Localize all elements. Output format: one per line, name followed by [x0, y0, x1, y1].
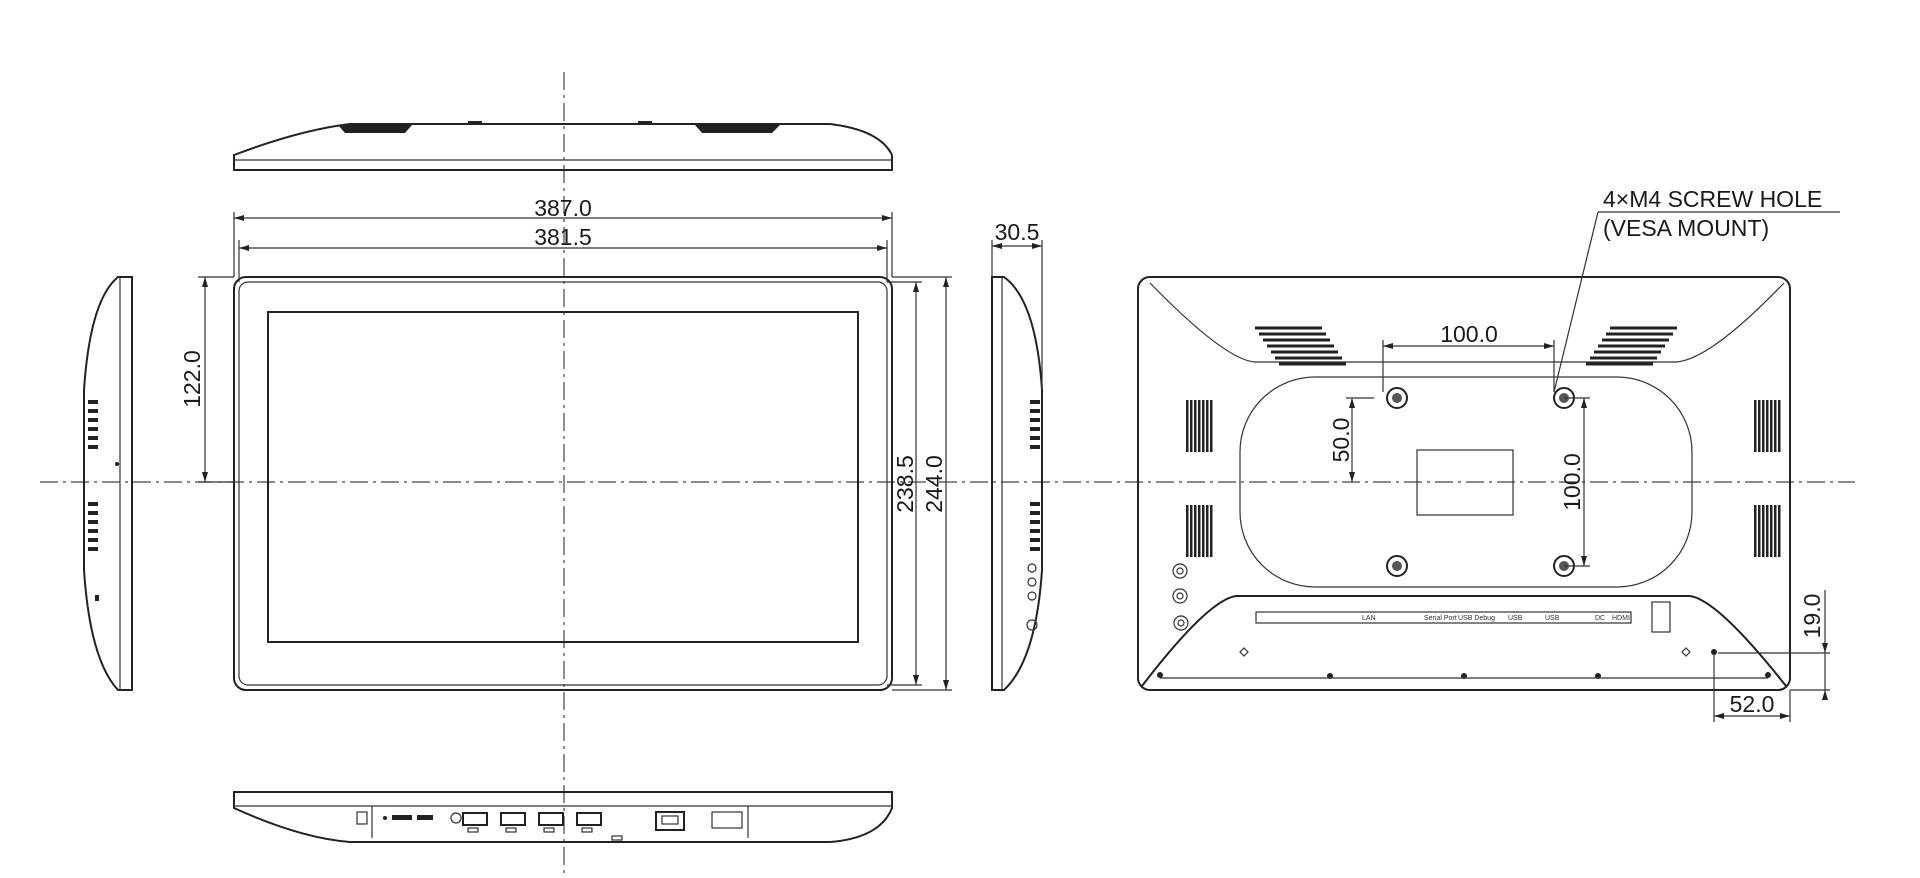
vent-slot — [1030, 400, 1040, 404]
vent-slot — [1754, 400, 1757, 452]
vent-slot — [88, 400, 98, 404]
vent-slot — [1202, 400, 1205, 452]
screw-hole-callout: 4×M4 SCREW HOLE (VESA MOUNT) — [1553, 186, 1840, 393]
port-label-usb-1: USB — [1508, 615, 1523, 622]
vent-slot — [1210, 400, 1213, 452]
vent-slot — [1186, 400, 1189, 452]
vent-slot — [1762, 400, 1765, 452]
vent-slot — [1030, 445, 1040, 449]
vent-slot — [1190, 505, 1193, 557]
vent-slot — [1198, 400, 1201, 452]
vent-slot — [1186, 505, 1189, 557]
port-label-lan: LAN — [1362, 615, 1376, 622]
vesa-horizontal-text: 100.0 — [1440, 321, 1498, 347]
front-view — [233, 276, 893, 691]
callout-line-2: (VESA MOUNT) — [1603, 215, 1769, 241]
vent-slot — [1030, 538, 1040, 542]
dimension-half-height: 122.0 — [179, 276, 234, 483]
port-vertical-text: 19.0 — [1799, 594, 1825, 639]
vent-slot — [1030, 409, 1040, 413]
vent-slot — [88, 511, 98, 515]
vent-slot — [1198, 505, 1201, 557]
port-label-usb-2: USB — [1545, 615, 1560, 622]
vent-slot — [1774, 505, 1777, 557]
dimension-vesa-horizontal: 100.0 — [1382, 321, 1555, 392]
vent-slot — [1206, 400, 1209, 452]
vent-slot — [1030, 511, 1040, 515]
vent-slot — [88, 529, 98, 533]
vent-slot — [88, 418, 98, 422]
left-side-view — [83, 276, 133, 691]
overall-width-text: 387.0 — [534, 195, 592, 221]
vent-slot — [1030, 436, 1040, 440]
vent-slot — [1766, 400, 1769, 452]
vent-slot — [1770, 400, 1773, 452]
dimension-overall-height: 244.0 — [892, 276, 952, 691]
dimension-vesa-vertical: 100.0 — [1559, 397, 1590, 567]
vent-slot — [1030, 502, 1040, 506]
bottom-view — [233, 791, 893, 843]
port-label-serial: Serial Port — [1424, 615, 1457, 622]
vent-slot — [1762, 505, 1765, 557]
dimension-vesa-offset: 50.0 — [1328, 397, 1374, 482]
vent-slot — [1778, 505, 1781, 557]
dimension-overall-width: 387.0 — [233, 195, 893, 277]
right-side-view — [991, 276, 1043, 691]
vent-slot — [1770, 505, 1773, 557]
vent-slot — [1030, 427, 1040, 431]
vent-slot — [88, 547, 98, 551]
vent-slot — [1778, 400, 1781, 452]
vent-slot — [88, 502, 98, 506]
vesa-offset-text: 50.0 — [1328, 418, 1354, 463]
dimension-screen-width: 381.5 — [238, 224, 888, 282]
half-height-text: 122.0 — [179, 350, 205, 408]
rear-view: LAN Serial Port USB Debug USB USB DC HDM… — [1137, 276, 1791, 691]
vesa-vertical-text: 100.0 — [1559, 453, 1585, 511]
vent-slot — [1030, 520, 1040, 524]
vent-slot — [88, 538, 98, 542]
port-label-hdmi: HDMI — [1612, 615, 1630, 622]
vent-slot — [1766, 505, 1769, 557]
vent-slot — [88, 409, 98, 413]
vent-slot — [1194, 505, 1197, 557]
vesa-screw-hole-core — [1392, 561, 1402, 571]
port-label-usb-debug: USB Debug — [1458, 615, 1495, 622]
overall-height-text: 244.0 — [921, 455, 947, 513]
screen-height-text: 238.5 — [892, 455, 918, 513]
vent-slot — [1030, 547, 1040, 551]
screen-width-text: 381.5 — [534, 224, 592, 250]
port-horizontal-text: 52.0 — [1730, 691, 1775, 717]
dimension-screen-height: 238.5 — [887, 281, 922, 686]
vent-slot — [1194, 400, 1197, 452]
vent-slot — [88, 445, 98, 449]
vent-slot — [1206, 505, 1209, 557]
vent-slot — [1758, 505, 1761, 557]
vent-slot — [1202, 505, 1205, 557]
port-label-dc: DC — [1595, 615, 1605, 622]
vesa-screw-hole — [1386, 387, 1408, 409]
dimension-port-horizontal: 52.0 — [1713, 655, 1791, 722]
vent-slot — [88, 436, 98, 440]
depth-text: 30.5 — [995, 219, 1040, 245]
dimension-port-vertical: 19.0 — [1718, 590, 1830, 700]
vesa-screw-hole — [1386, 555, 1408, 577]
dimension-depth: 30.5 — [991, 219, 1043, 390]
vent-slot — [1190, 400, 1193, 452]
callout-line-1: 4×M4 SCREW HOLE — [1603, 186, 1822, 212]
vent-slot — [1030, 418, 1040, 422]
vent-slot — [1774, 400, 1777, 452]
vent-slot — [1758, 400, 1761, 452]
vent-slot — [1754, 505, 1757, 557]
vent-slot — [1210, 505, 1213, 557]
vent-slot — [88, 520, 98, 524]
vent-slot — [1030, 529, 1040, 533]
vent-slot — [88, 427, 98, 431]
top-view — [233, 121, 893, 171]
vesa-screw-hole-core — [1392, 393, 1402, 403]
